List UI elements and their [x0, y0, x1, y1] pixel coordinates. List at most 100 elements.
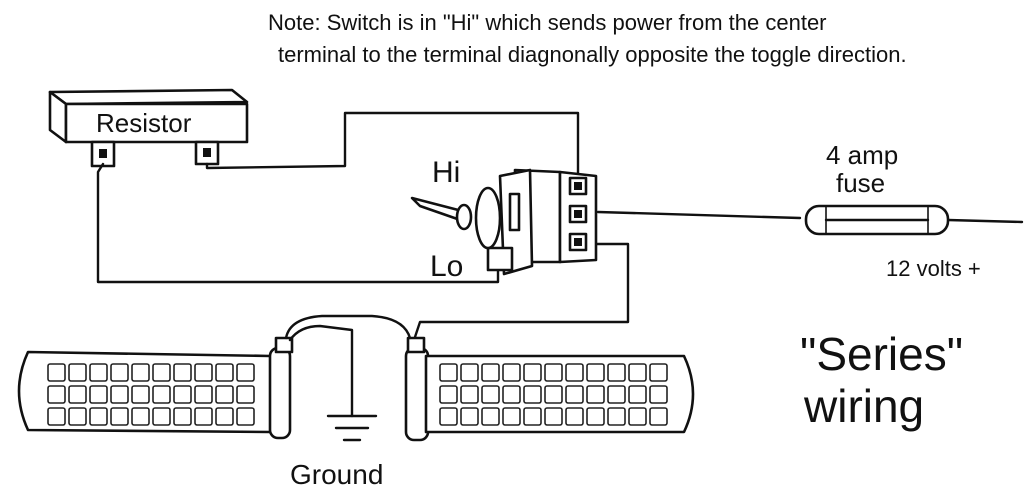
right-grip-texture-cell: [607, 407, 626, 426]
left-grip-end-collar: [268, 346, 292, 440]
power-label: 12 volts +: [886, 256, 981, 281]
left-grip-texture-cell: [194, 407, 213, 426]
right-grip-texture-cell: [649, 385, 668, 404]
wire-lo-terminal-to-right-grip: [410, 242, 630, 348]
title-line-2: wiring: [803, 380, 924, 432]
left-grip-texture-cell: [236, 407, 255, 426]
resistor-top: [48, 88, 249, 106]
right-grip-texture-cell: [628, 407, 647, 426]
wire-resistor-to-lo-terminal: [96, 162, 500, 284]
fuse: [804, 204, 950, 236]
right-grip-texture-cell: [460, 385, 479, 404]
left-grip-texture-cell: [152, 385, 171, 404]
left-grip-texture-cell: [215, 407, 234, 426]
note-line-1: Note: Switch is in "Hi" which sends powe…: [268, 10, 827, 35]
right-grip-texture-cell: [523, 407, 542, 426]
right-grip-texture-cell: [439, 407, 458, 426]
left-grip-texture-cell: [215, 385, 234, 404]
right-grip-texture-cell: [565, 407, 584, 426]
left-grip-texture-cell: [236, 385, 255, 404]
resistor-label: Resistor: [96, 108, 192, 138]
right-grip-texture-cell: [628, 363, 647, 382]
switch-body-slot: [508, 192, 521, 232]
right-grip-texture-cell: [544, 407, 563, 426]
right-grip-texture-cell: [544, 385, 563, 404]
left-grip-texture-cell: [173, 385, 192, 404]
left-grip-texture-cell: [173, 363, 192, 382]
left-grip-texture-cell: [152, 363, 171, 382]
right-grip-texture-cell: [481, 363, 500, 382]
resistor-terminal-left-screw: [99, 149, 107, 158]
right-grip-texture-cell: [586, 363, 605, 382]
wire-grip-interconnect: [284, 314, 412, 340]
right-grip-texture-cell: [481, 385, 500, 404]
wire-center-to-fuse: [596, 210, 802, 220]
right-grip-texture-cell: [586, 385, 605, 404]
ground-symbol: [326, 414, 378, 442]
left-grip-texture-cell: [47, 363, 66, 382]
switch-hi-label: Hi: [432, 156, 460, 189]
left-grip-texture-cell: [89, 363, 108, 382]
right-grip-texture-cell: [460, 363, 479, 382]
switch-lo-label: Lo: [430, 250, 463, 283]
right-grip-connector: [406, 336, 426, 354]
right-grip-texture-cell: [481, 407, 500, 426]
wire-resistor-to-hi-terminal: [205, 111, 580, 182]
right-grip-texture-cell: [586, 407, 605, 426]
wire-grip-to-ground: [288, 324, 354, 418]
left-grip-texture-cell: [173, 407, 192, 426]
left-grip-texture-cell: [47, 385, 66, 404]
right-grip-texture-cell: [502, 385, 521, 404]
switch-terminal-center-screw: [574, 210, 582, 218]
left-grip-texture-cell: [152, 407, 171, 426]
switch-lower-nub: [486, 246, 514, 272]
right-grip-texture-cell: [544, 363, 563, 382]
fuse-label-line-1: 4 amp: [826, 140, 898, 170]
left-grip-texture-cell: [194, 385, 213, 404]
left-grip-texture-cell: [215, 363, 234, 382]
left-grip-texture-cell: [68, 407, 87, 426]
right-grip-texture-cell: [439, 363, 458, 382]
wire-fuse-to-power: [946, 218, 1024, 224]
left-grip-connector: [274, 336, 294, 354]
right-grip: [404, 336, 695, 442]
note-line-2: terminal to the terminal diagnonally opp…: [278, 42, 907, 67]
switch-bushing: [474, 186, 502, 250]
right-grip-texture-cell: [439, 385, 458, 404]
right-grip-texture-cell: [523, 385, 542, 404]
fuse-label-line-2: fuse: [836, 168, 885, 198]
left-grip-texture-cell: [110, 363, 129, 382]
switch-toggle-base: [455, 203, 473, 231]
toggle-switch: [410, 168, 598, 276]
right-grip-texture-cell: [649, 407, 668, 426]
left-grip-texture-cell: [110, 407, 129, 426]
left-grip-texture-cell: [194, 363, 213, 382]
right-grip-texture-cell: [649, 363, 668, 382]
right-grip-texture-cell: [460, 407, 479, 426]
left-grip: [17, 336, 294, 440]
right-grip-texture-cell: [565, 363, 584, 382]
switch-terminal-lo-screw: [574, 238, 582, 246]
left-grip-texture-cell: [47, 407, 66, 426]
right-grip-texture-cell: [523, 363, 542, 382]
right-grip-texture-cell: [565, 385, 584, 404]
left-grip-texture-cell: [236, 363, 255, 382]
left-grip-texture-cell: [131, 407, 150, 426]
left-grip-texture-cell: [131, 363, 150, 382]
title-line-1: "Series": [800, 328, 963, 380]
resistor-terminal-right-screw: [203, 148, 211, 157]
left-grip-texture-cell: [68, 363, 87, 382]
right-grip-texture-cell: [502, 363, 521, 382]
left-grip-texture-cell: [131, 385, 150, 404]
right-grip-texture-cell: [628, 385, 647, 404]
resistor-body: [64, 102, 249, 144]
left-grip-texture-cell: [89, 407, 108, 426]
left-grip-texture-cell: [110, 385, 129, 404]
ground-label: Ground: [290, 459, 383, 490]
left-grip-texture-cell: [89, 385, 108, 404]
switch-terminal-hi-screw: [574, 182, 582, 190]
right-grip-texture-cell: [607, 363, 626, 382]
left-grip-texture-cell: [68, 385, 87, 404]
